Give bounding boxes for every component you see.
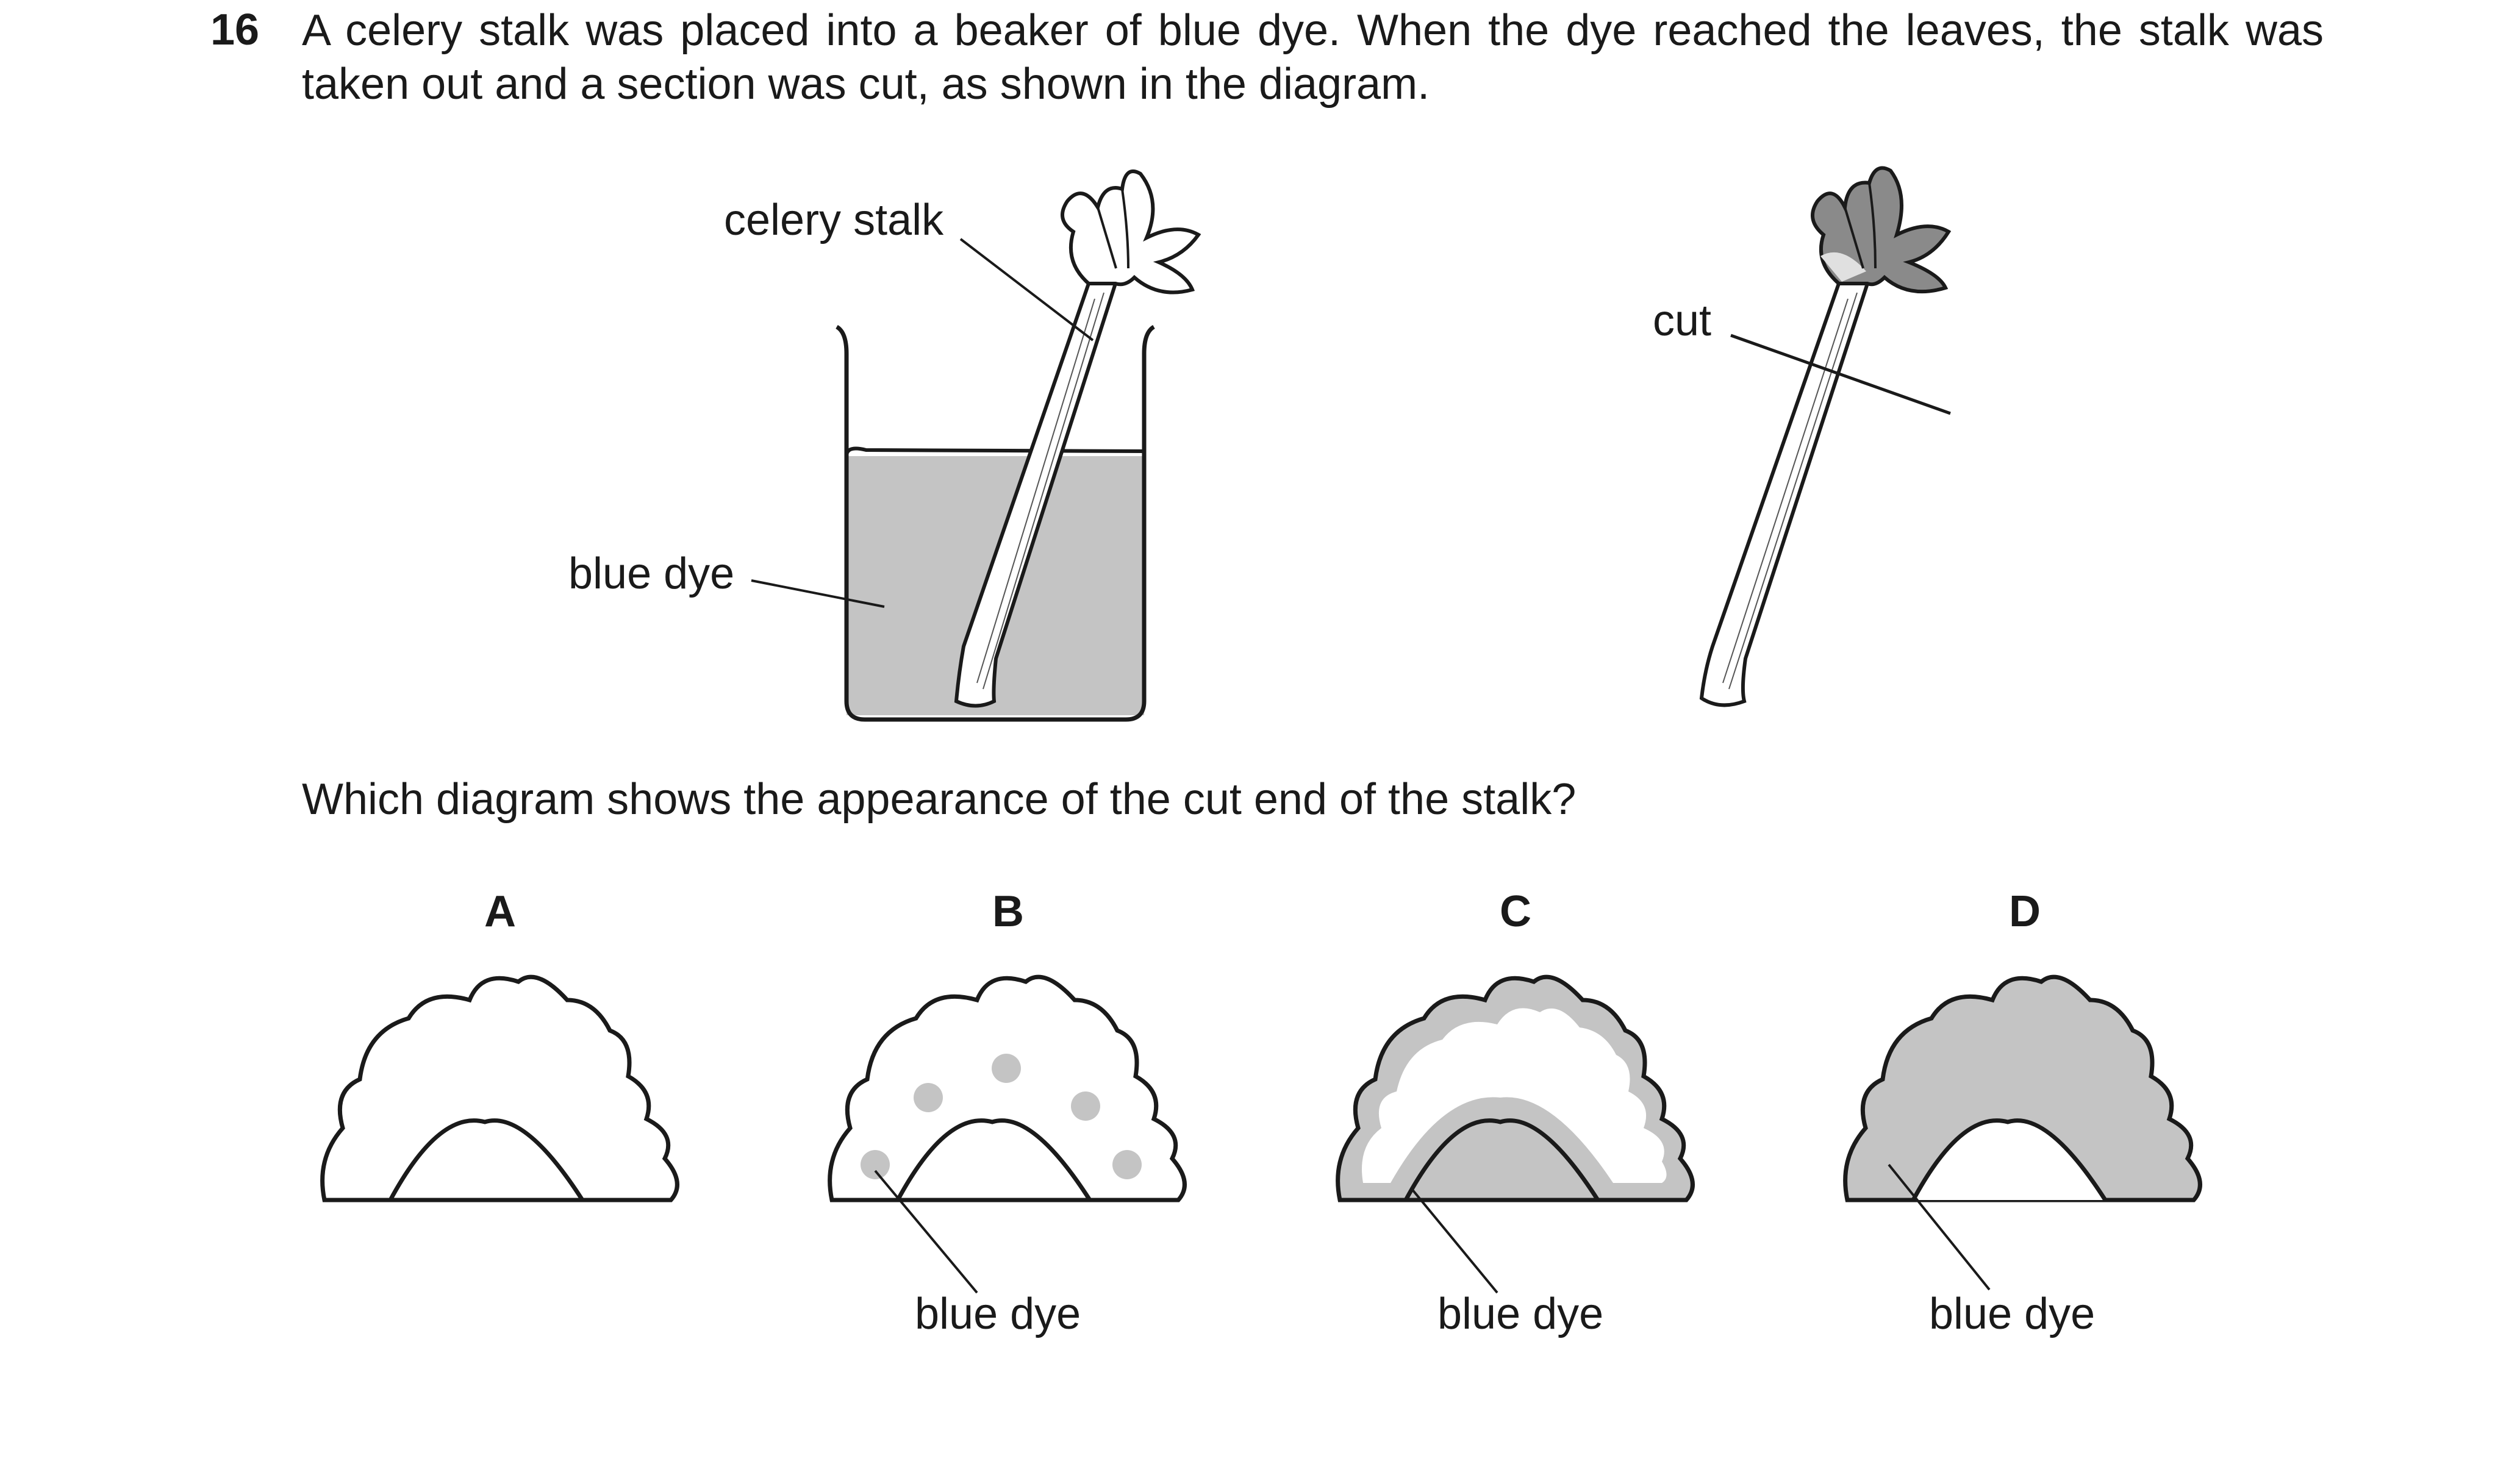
celery-stalk-label: celery stalk [724, 196, 944, 245]
blue-dye-leader [751, 579, 885, 608]
celery-stalk-removed [1699, 166, 1952, 707]
dye-spot [861, 1150, 890, 1179]
option-a-section [323, 977, 678, 1202]
option-b-label: blue dye [915, 1290, 1081, 1338]
option-d-label: blue dye [1929, 1290, 2096, 1338]
option-b-letter[interactable]: B [992, 887, 1024, 936]
question-text: A celery stalk was placed into a beaker … [302, 6, 2324, 109]
option-d-letter[interactable]: D [2009, 887, 2041, 936]
dye-spot [1071, 1091, 1100, 1121]
option-c-label: blue dye [1437, 1290, 1604, 1338]
option-c-section [1338, 977, 1693, 1294]
option-a-letter[interactable]: A [484, 887, 516, 936]
celery-stalk-in-beaker [954, 169, 1201, 708]
option-b-section [830, 977, 1185, 1294]
dye-spot [992, 1054, 1021, 1083]
question-prompt: Which diagram shows the appearance of th… [302, 775, 1577, 824]
celery-stalk-leader [959, 238, 1094, 341]
cut-label: cut [1653, 296, 1712, 345]
dye-spot [1112, 1150, 1142, 1179]
option-c-letter[interactable]: C [1500, 887, 1531, 936]
option-d-section [1845, 977, 2200, 1291]
option-b-leader [874, 1170, 978, 1294]
dye-spot [914, 1083, 943, 1112]
question-number: 16 [210, 5, 260, 54]
cut-line [1730, 334, 1951, 415]
beaker [836, 324, 1155, 722]
option-c-leader [1411, 1188, 1498, 1294]
blue-dye-label: blue dye [568, 549, 735, 598]
option-d-leader [1888, 1163, 1991, 1291]
